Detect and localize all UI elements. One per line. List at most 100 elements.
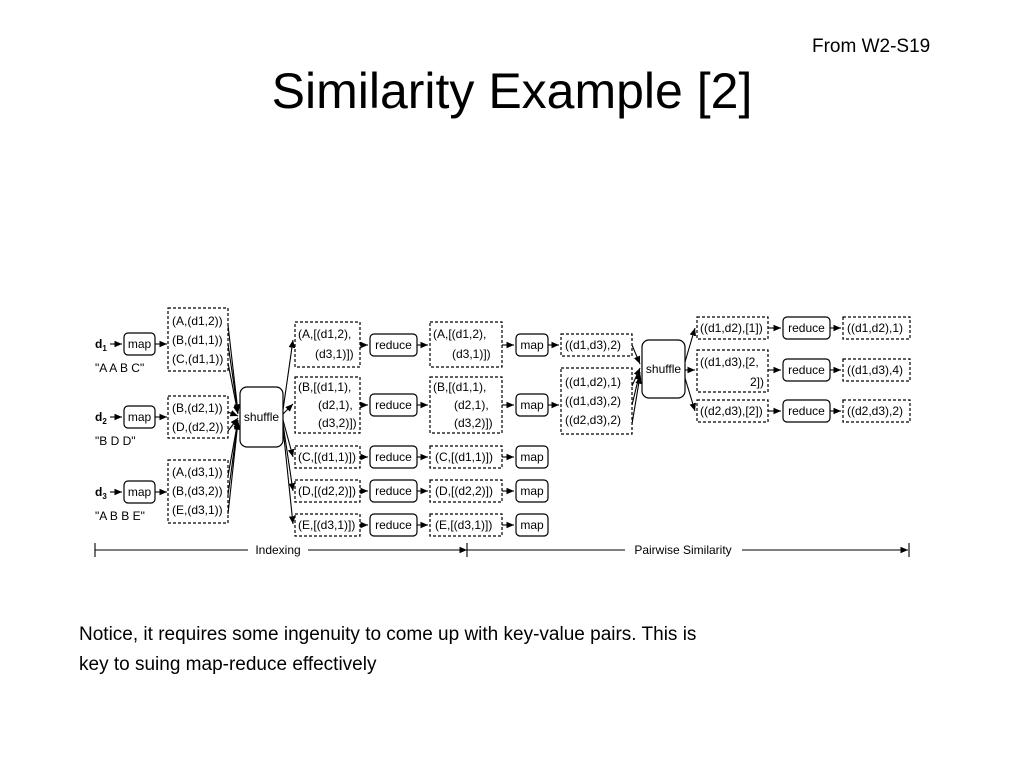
svg-text:((d2,d3),2): ((d2,d3),2)	[847, 404, 903, 418]
svg-text:reduce: reduce	[375, 338, 412, 352]
svg-text:(C,[(d1,1)]): (C,[(d1,1)])	[435, 450, 493, 464]
svg-text:map: map	[520, 338, 544, 352]
posting-list-A: (A,[(d1,2), (d3,1)])	[429, 321, 503, 368]
doc-3: d3 "A B B E"	[95, 485, 145, 523]
svg-text:(E,(d3,1)): (E,(d3,1))	[172, 503, 223, 517]
svg-text:(d2,1),: (d2,1),	[454, 398, 489, 412]
svg-text:(D,(d2,2)): (D,(d2,2))	[172, 420, 223, 434]
svg-text:(B,(d3,2)): (B,(d3,2))	[172, 484, 223, 498]
svg-text:(A,(d3,1)): (A,(d3,1))	[172, 465, 223, 479]
source-reference: From W2-S19	[812, 36, 931, 57]
arrow-group	[768, 324, 781, 415]
map-node: map	[123, 332, 156, 356]
svg-text:(B,[(d1,1),: (B,[(d1,1),	[433, 380, 486, 394]
doc-text: "B D D"	[95, 434, 136, 448]
svg-text:(B,(d1,1)): (B,(d1,1))	[172, 333, 223, 347]
svg-text:((d2,d3),[2]): ((d2,d3),[2])	[700, 404, 763, 418]
svg-text:(B,[(d1,1),: (B,[(d1,1),	[298, 380, 351, 394]
map-node: map	[123, 405, 156, 429]
doc-label: d1	[95, 337, 107, 353]
reduce-node: reduce	[369, 393, 418, 417]
reduce-node: reduce	[369, 479, 418, 503]
svg-text:reduce: reduce	[788, 404, 825, 418]
reduce-node: reduce	[782, 316, 831, 340]
shuffle-input-arrows	[227, 324, 241, 515]
svg-text:map: map	[520, 398, 544, 412]
reduce-node: reduce	[369, 333, 418, 357]
map-node: map	[515, 479, 549, 503]
svg-text:((d2,d3),2): ((d2,d3),2)	[565, 413, 621, 427]
phase-indexing-label: Indexing	[255, 543, 300, 557]
svg-text:map: map	[128, 410, 152, 424]
reduce-node: reduce	[369, 445, 418, 469]
svg-text:((d1,d3),2): ((d1,d3),2)	[565, 338, 621, 352]
result-d2-d3: ((d2,d3),2)	[842, 399, 911, 423]
svg-text:(C,[(d1,1)]): (C,[(d1,1)])	[298, 450, 356, 464]
svg-text:map: map	[520, 518, 544, 532]
shuffle-node: shuffle	[239, 386, 284, 448]
svg-text:(A,[(d1,2),: (A,[(d1,2),	[433, 327, 486, 341]
svg-text:reduce: reduce	[375, 518, 412, 532]
shuffle-node: shuffle	[641, 339, 686, 399]
phase-pairwise-label: Pairwise Similarity	[634, 543, 731, 557]
slide-title: Similarity Example [2]	[271, 63, 753, 119]
svg-text:(A,(d1,2)): (A,(d1,2))	[172, 314, 223, 328]
svg-text:(d3,2)]): (d3,2)])	[318, 416, 357, 430]
svg-text:(D,[(d2,2)]): (D,[(d2,2)])	[298, 484, 356, 498]
shuffle-output-arrows	[282, 339, 296, 525]
grouped-d2-d3: ((d2,d3),[2])	[696, 399, 769, 423]
svg-text:(E,[(d3,1)]): (E,[(d3,1)])	[298, 518, 355, 532]
map-output-1: (A,(d1,2)) (B,(d1,1)) (C,(d1,1))	[167, 307, 229, 372]
svg-text:((d1,d3),2): ((d1,d3),2)	[565, 394, 621, 408]
svg-text:(B,(d2,1)): (B,(d2,1))	[172, 401, 223, 415]
posting-list-B: (B,[(d1,1), (d2,1), (d3,2)])	[429, 376, 503, 434]
map-output-3: (A,(d3,1)) (B,(d3,2)) (E,(d3,1))	[167, 459, 229, 524]
posting-E: (E,[(d3,1)])	[294, 513, 361, 537]
map-node: map	[123, 480, 156, 504]
posting-list-C: (C,[(d1,1)])	[429, 445, 503, 469]
svg-text:map: map	[520, 484, 544, 498]
doc-text: "A B B E"	[95, 509, 145, 523]
shuffle-input-arrows	[631, 344, 642, 425]
map-node: map	[515, 333, 549, 357]
doc-text: "A A B C"	[95, 361, 144, 375]
svg-text:(E,[(d3,1)]): (E,[(d3,1)])	[435, 518, 492, 532]
svg-text:(d2,1),: (d2,1),	[318, 398, 353, 412]
arrow-group	[360, 341, 368, 529]
doc-1: d1 "A A B C"	[95, 337, 144, 375]
svg-text:shuffle: shuffle	[646, 362, 681, 376]
arrow-group	[502, 341, 514, 529]
note-line: key to suing map-reduce effectively	[79, 654, 377, 675]
note-line: Notice, it requires some ingenuity to co…	[79, 624, 697, 645]
svg-text:reduce: reduce	[375, 450, 412, 464]
posting-list-D: (D,[(d2,2)])	[429, 479, 503, 503]
map-node: map	[515, 393, 549, 417]
shuffle-output-arrows	[684, 327, 696, 412]
svg-text:(A,[(d1,2),: (A,[(d1,2),	[298, 327, 351, 341]
svg-text:((d1,d2),[1]): ((d1,d2),[1])	[700, 321, 763, 335]
grouped-d1-d3: ((d1,d3),[2, 2])	[696, 349, 769, 393]
svg-text:(d3,2)]): (d3,2)])	[454, 416, 493, 430]
posting-C: (C,[(d1,1)])	[294, 445, 361, 469]
mapreduce-diagram: d1 "A A B C" d2 "B D D" d3 "A B B E" map…	[94, 307, 911, 557]
posting-B: (B,[(d1,1), (d2,1), (d3,2)])	[294, 376, 361, 434]
map-node: map	[515, 513, 549, 537]
map-output-2: (B,(d2,1)) (D,(d2,2))	[167, 395, 229, 439]
doc-label: d2	[95, 410, 107, 426]
reduce-node: reduce	[782, 399, 831, 423]
phase-timeline: Indexing Pairwise Similarity	[94, 543, 910, 557]
svg-text:(D,[(d2,2)]): (D,[(d2,2)])	[435, 484, 493, 498]
svg-text:((d1,d2),1): ((d1,d2),1)	[565, 375, 621, 389]
svg-text:2]): 2])	[750, 375, 764, 389]
arrow-group	[830, 324, 841, 415]
doc-2: d2 "B D D"	[95, 410, 136, 448]
svg-text:map: map	[128, 337, 152, 351]
svg-text:((d1,d3),4): ((d1,d3),4)	[847, 363, 903, 377]
svg-text:((d1,d2),1): ((d1,d2),1)	[847, 321, 903, 335]
result-d1-d3: ((d1,d3),4)	[842, 358, 911, 382]
svg-text:reduce: reduce	[375, 398, 412, 412]
reduce-node: reduce	[782, 358, 831, 382]
arrow-group	[417, 341, 428, 529]
reduce-node: reduce	[369, 513, 418, 537]
svg-text:reduce: reduce	[375, 484, 412, 498]
